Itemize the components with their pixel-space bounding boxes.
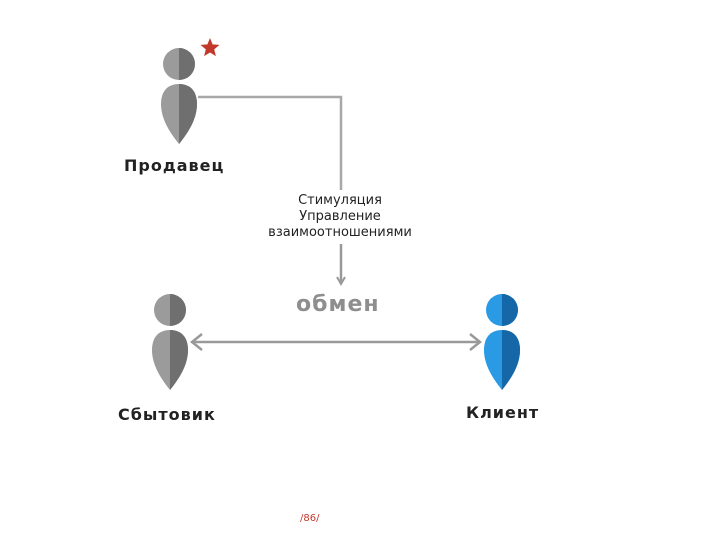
seller-person-icon (161, 48, 197, 144)
distributor-label: Сбытовик (118, 405, 216, 424)
exchange-arrow (189, 333, 483, 351)
client-person-icon (484, 294, 520, 390)
star-icon (200, 38, 220, 57)
exchange-label: обмен (296, 292, 380, 317)
seller-label: Продавец (124, 156, 225, 175)
stimulation-line-2: Управление (299, 209, 381, 224)
page-number: /86/ (300, 513, 320, 524)
stimulation-label: Стимуляция Управление взаимоотношениями (240, 193, 440, 241)
stimulation-connector (198, 95, 343, 190)
stimulation-line-1: Стимуляция (298, 193, 382, 208)
distributor-person-icon (152, 294, 188, 390)
client-label: Клиент (466, 403, 540, 422)
stimulation-line-3: взаимоотношениями (268, 225, 412, 240)
